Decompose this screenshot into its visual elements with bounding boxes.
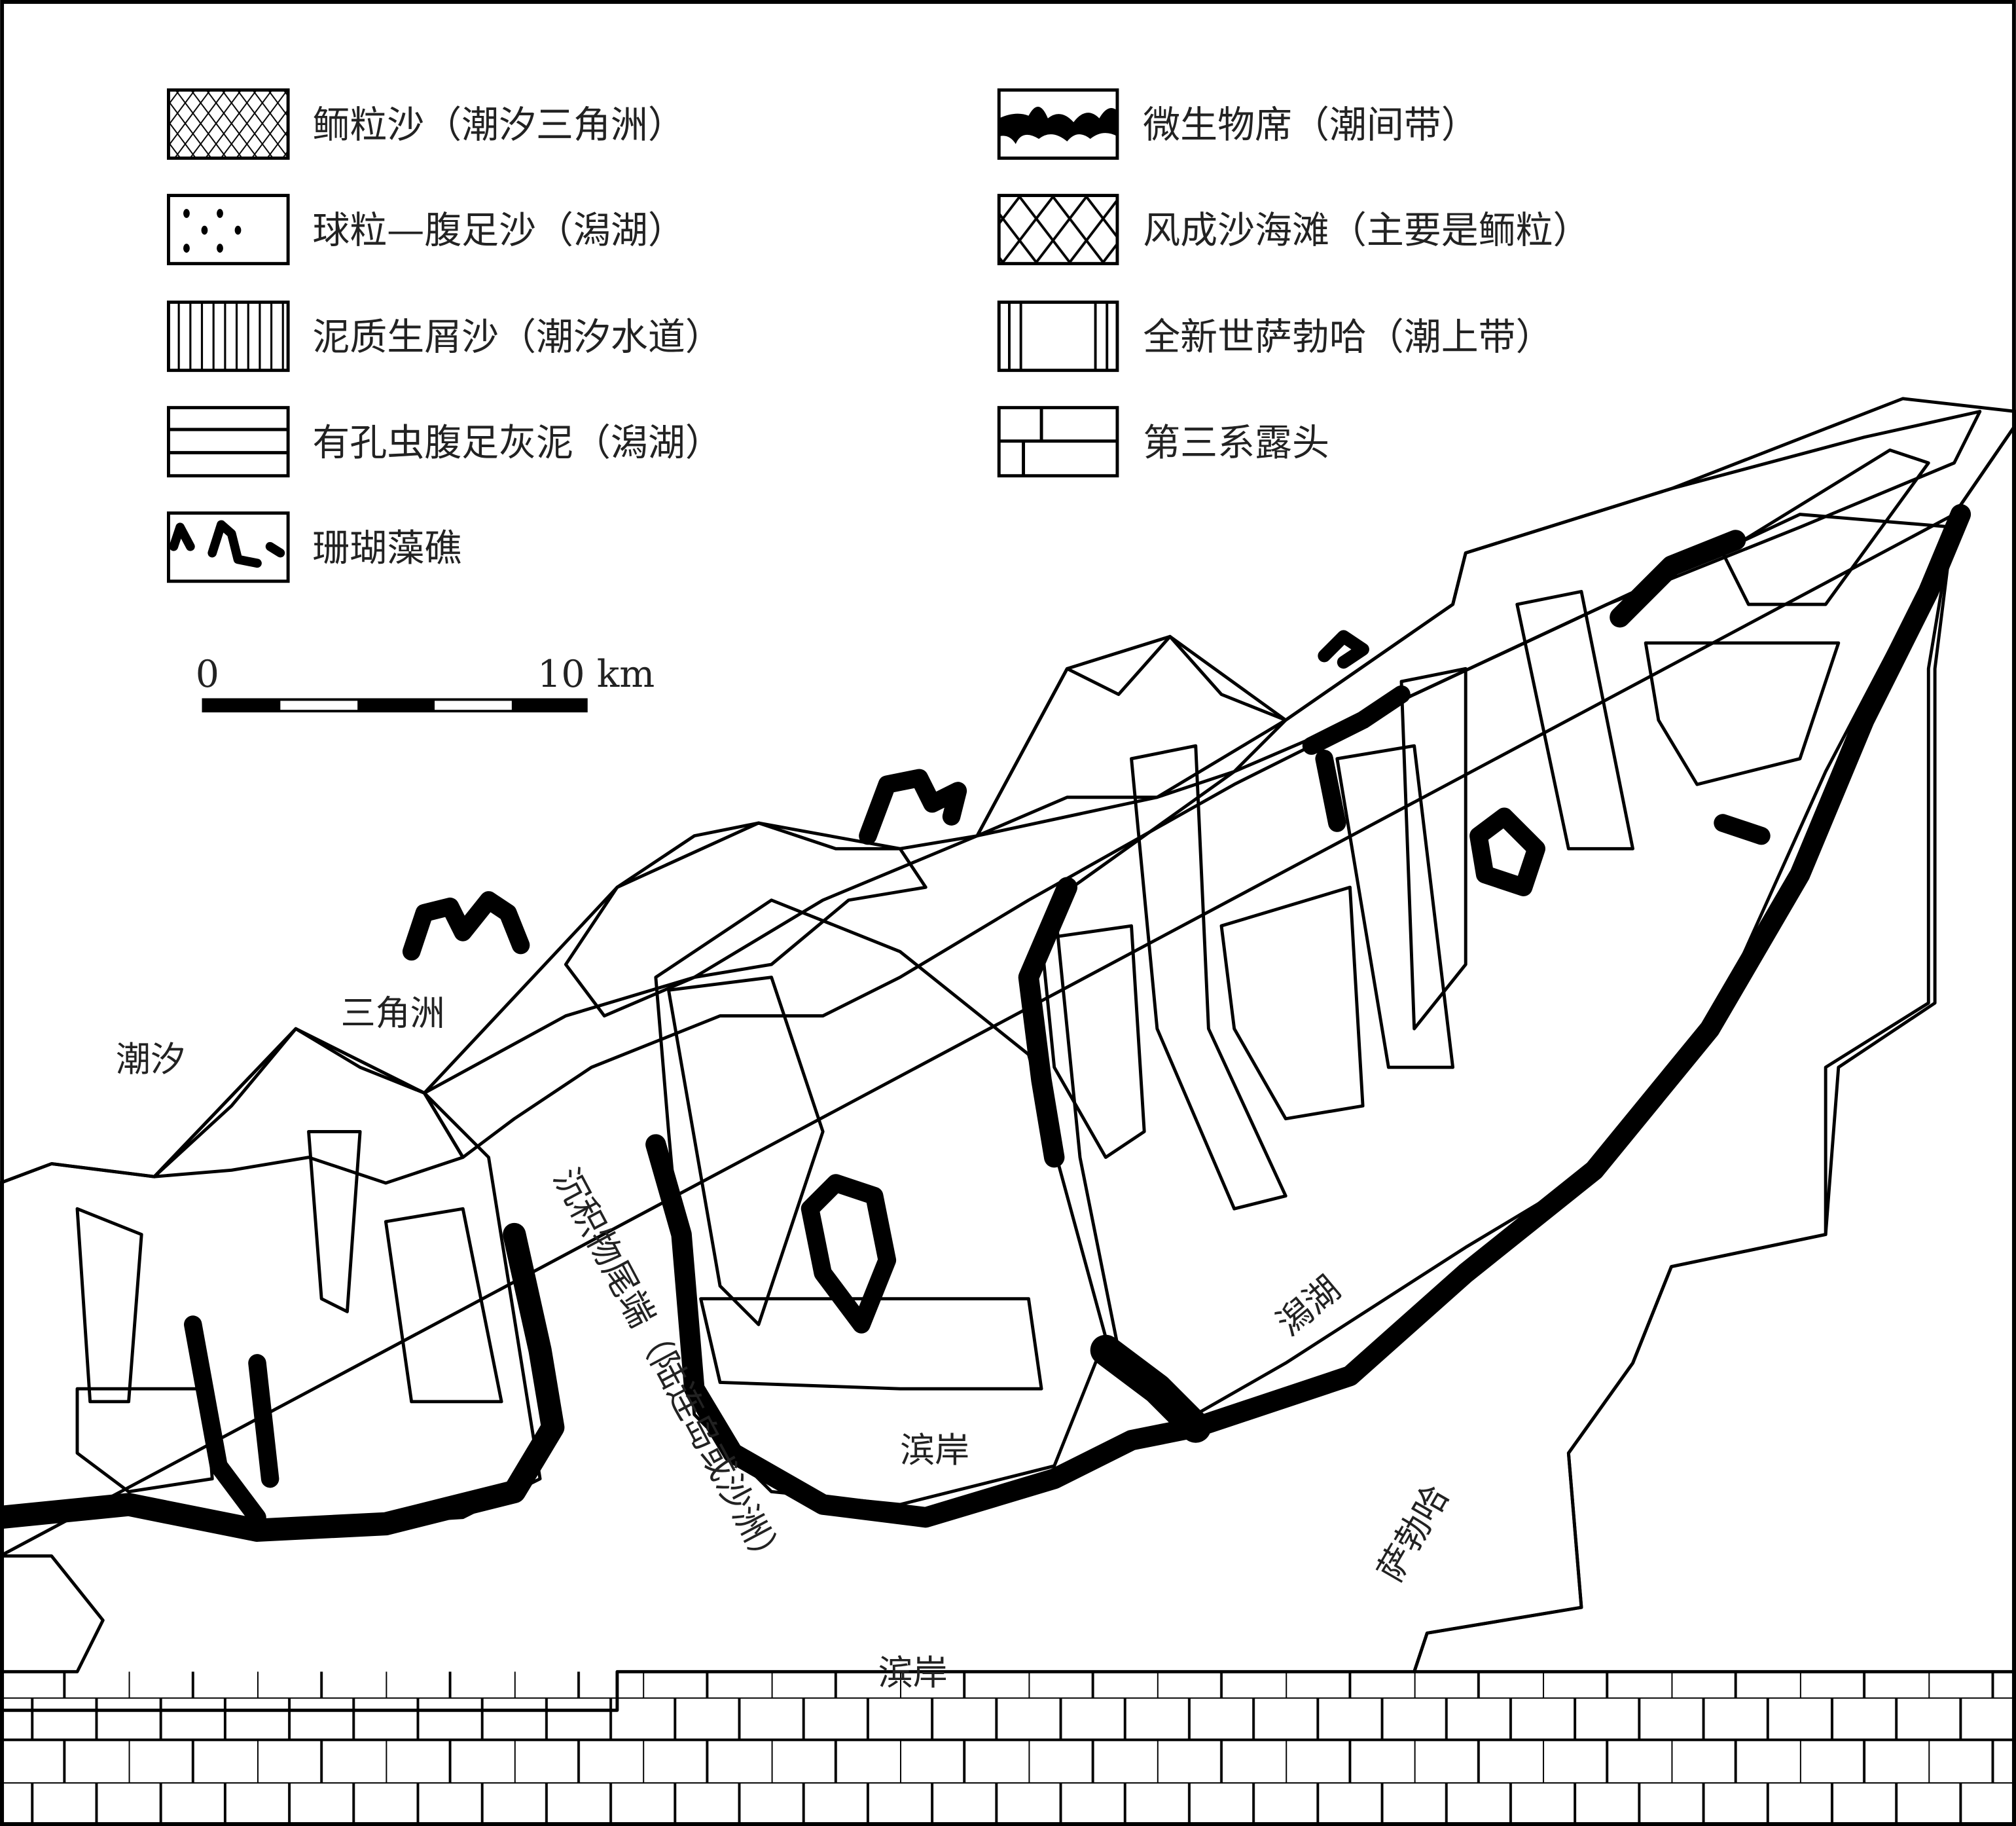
svg-text:有孔虫腹足灰泥（潟湖）: 有孔虫腹足灰泥（潟湖） (312, 421, 722, 464)
foram-mud-6 (1335, 744, 1455, 1069)
legend-item-muddy-sand: 泥质生屑沙（潮汐水道） (166, 301, 723, 373)
legend-item-pellet: 球粒—腹足沙（潟湖） (166, 194, 685, 266)
muddy-sand-channel-3 (667, 976, 825, 1326)
muddy-sand-channel-5 (1399, 666, 1467, 1031)
svg-text:泥质生屑沙（潮汐水道）: 泥质生屑沙（潮汐水道） (312, 316, 722, 359)
muddy-sand-channel-7 (1515, 590, 1635, 850)
eolian-beach (422, 410, 1982, 1160)
svg-text:风成沙海滩（主要是鲕粒）: 风成沙海滩（主要是鲕粒） (1143, 209, 1590, 252)
legend-item-eolian: 风成沙海滩（主要是鲕粒） (997, 194, 1590, 266)
label-tidal: 潮汐 (116, 1039, 185, 1080)
tertiary-outcrop-east (1413, 422, 2016, 1673)
muddy-sand-channel-2 (307, 1129, 362, 1313)
microbial-mat-zone (0, 503, 1971, 1542)
foram-mud-5 (1219, 885, 1365, 1121)
scale-end-label: 10 km (537, 653, 655, 696)
svg-text:鲕粒沙（潮汐三角洲）: 鲕粒沙（潮汐三角洲） (312, 103, 685, 147)
scale-bar: 0 10 km (196, 653, 655, 713)
legend-item-sabkha: 全新世萨勃哈（潮上带） (997, 301, 1553, 373)
muddy-sand-channel-4 (1130, 744, 1287, 1211)
label-shore-1: 滨岸 (900, 1430, 969, 1470)
foram-mud-2 (384, 1207, 503, 1404)
label-delta: 三角洲 (341, 993, 445, 1033)
legend-item-reef: 珊瑚藻礁 (166, 511, 461, 583)
svg-text:球粒—腹足沙（潟湖）: 球粒—腹足沙（潟湖） (312, 209, 685, 252)
foram-mud-3 (699, 1297, 1043, 1391)
svg-text:第三系露头: 第三系露头 (1143, 421, 1329, 464)
svg-text:全新世萨勃哈（潮上带）: 全新世萨勃哈（潮上带） (1143, 316, 1553, 359)
scale-start-label: 0 (196, 653, 219, 696)
foram-mud-1 (75, 1387, 214, 1493)
tertiary-outcrop-strip (0, 1671, 2016, 1826)
coral-algal-reefs (402, 630, 1369, 961)
legend-item-ooid: 鲕粒沙（潮汐三角洲） (166, 88, 685, 160)
legend-item-microbial: 微生物席（潮间带） (997, 88, 1479, 160)
foram-mud-7 (1644, 641, 1841, 786)
legend-item-tertiary: 第三系露头 (997, 406, 1329, 478)
legend-item-foram-mud: 有孔虫腹足灰泥（潟湖） (166, 406, 723, 478)
ooid-sand-delta-central (564, 821, 927, 1018)
legend: 鲕粒沙（潮汐三角洲） 球粒—腹足沙（潟湖） 泥质生屑沙（潮汐水道） 有孔虫腹足灰… (166, 88, 1590, 583)
ooid-sand-delta-east (975, 634, 1287, 838)
label-shore-2: 滨岸 (878, 1653, 948, 1693)
svg-text:珊瑚藻礁: 珊瑚藻礁 (312, 526, 461, 570)
muddy-sand-channel-6 (1721, 448, 1930, 606)
foram-mud-4 (1039, 924, 1146, 1160)
svg-text:微生物席（潮间带）: 微生物席（潮间带） (1143, 103, 1478, 147)
muddy-sand-channel-1 (75, 1207, 143, 1404)
